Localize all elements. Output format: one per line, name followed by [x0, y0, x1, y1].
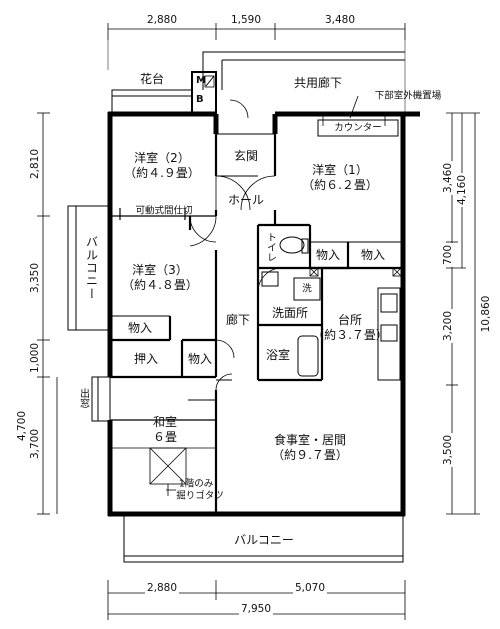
corridor-label: 廊下 — [225, 313, 251, 327]
dining-size: （約９.７畳） — [272, 448, 348, 462]
wash-fixtures — [261, 271, 321, 377]
dim-right-4: 3,500 — [442, 432, 454, 468]
counter — [317, 116, 399, 137]
interior-walls — [110, 133, 403, 514]
dim-right-2: 700 — [442, 242, 454, 268]
bay-window-label: 出窓 — [77, 388, 89, 408]
kotatsu-line2: 掘りゴタツ — [176, 490, 224, 502]
partition-dashes — [119, 208, 186, 220]
dim-bottom-1: 2,880 — [144, 582, 180, 594]
bath-label: 浴室 — [265, 348, 291, 362]
washitsu-name: 和室 — [152, 415, 178, 429]
dim-left-4: 4,700 — [16, 408, 28, 444]
dim-bottom-total: 7,950 — [238, 603, 274, 615]
kitchen-size: （約３.７畳） — [312, 328, 388, 342]
dim-left-inner: 3,700 — [29, 426, 41, 462]
bay-window — [91, 376, 111, 422]
left-balcony — [67, 205, 110, 331]
dim-top-2: 1,590 — [228, 14, 264, 26]
dim-right-1: 3,460 — [442, 160, 454, 196]
mb-m-label: M — [196, 75, 206, 86]
dim-top-3: 3,480 — [322, 14, 358, 26]
outdoor-unit-label: 下部室外機置場 — [374, 90, 442, 102]
dim-bottom-2: 5,070 — [292, 582, 328, 594]
storage-4-label: 物入 — [187, 352, 213, 366]
leader-line — [166, 95, 359, 491]
dim-left-2: 3,350 — [29, 260, 41, 296]
dim-right-total: 10,860 — [480, 293, 492, 335]
outer-walls — [107, 111, 420, 517]
mb-box — [191, 71, 217, 115]
storage-2-label: 物入 — [360, 248, 386, 262]
oshiire-label: 押入 — [133, 352, 159, 366]
dim-right-3: 3,200 — [442, 308, 454, 344]
dim-left-1: 2,810 — [29, 146, 41, 182]
western1-size: （約６.２畳） — [302, 178, 378, 192]
kitchen-counter — [377, 287, 401, 381]
toilet-label: トイレ — [264, 232, 276, 262]
mb-b-label: B — [196, 94, 204, 105]
dim-right-b: 4,160 — [456, 172, 468, 208]
counter-label: カウンター — [334, 122, 382, 134]
wash-label: 洗 — [302, 283, 312, 295]
partition-label: 可動式間仕切 — [135, 205, 193, 217]
kitchen-name: 台所 — [337, 313, 363, 327]
bottom-balcony — [123, 516, 404, 563]
door-swings — [189, 99, 283, 391]
washroom-label: 洗面所 — [271, 306, 309, 320]
washitsu-size: ６畳 — [152, 430, 178, 444]
storage-1-label: 物入 — [315, 248, 341, 262]
left-balcony-label: バルコニー — [84, 235, 99, 301]
dining-name: 食事室・居間 — [273, 433, 347, 447]
common-corridor-label: 共用廊下 — [293, 76, 343, 90]
western2-size: （約４.９畳） — [124, 166, 200, 180]
toilet-fixture — [279, 236, 309, 254]
western2-name: 洋室（2） — [134, 151, 190, 165]
dim-left-3: 1,000 — [29, 340, 41, 376]
hanadai-label: 花台 — [139, 72, 165, 86]
kotatsu-line1: 1階のみ — [178, 478, 214, 490]
dim-top-1: 2,880 — [144, 14, 180, 26]
western1-name: 洋室（1） — [312, 163, 368, 177]
storage-3-label: 物入 — [127, 321, 153, 335]
western3-size: （約４.８畳） — [122, 278, 198, 292]
tatami — [110, 447, 216, 496]
x-marks — [309, 267, 402, 277]
hall-label: ホール — [227, 193, 265, 207]
western3-name: 洋室（3） — [132, 263, 188, 277]
bottom-balcony-label: バルコニー — [234, 533, 294, 547]
genkan-label: 玄関 — [233, 149, 259, 163]
